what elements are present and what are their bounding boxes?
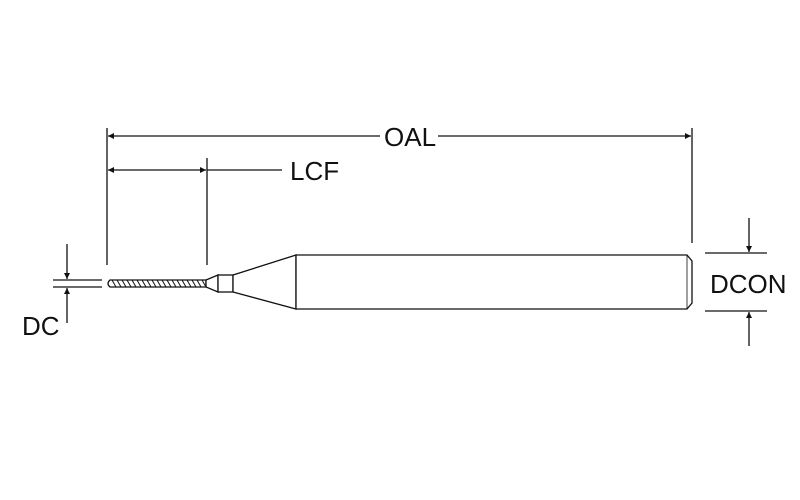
flute-mark — [176, 279, 182, 288]
flute-mark — [156, 279, 162, 288]
dcon-label: DCON — [710, 269, 787, 299]
neck — [217, 274, 234, 293]
shank-taper — [232, 254, 297, 310]
flute-mark — [146, 279, 152, 288]
flute-mark — [186, 279, 192, 288]
shank — [295, 254, 693, 310]
flute-mark — [126, 279, 132, 288]
flute-mark — [201, 279, 207, 288]
drill-tip-taper — [205, 274, 219, 293]
flute-mark — [131, 279, 137, 288]
flute-mark — [191, 279, 197, 288]
flute-mark — [196, 279, 202, 288]
flute-mark — [136, 279, 142, 288]
flute-mark — [161, 279, 167, 288]
micro-drill-tool — [107, 254, 693, 310]
flute-mark — [151, 279, 157, 288]
flute-hatching — [111, 279, 207, 288]
oal-label: OAL — [384, 122, 436, 152]
flute-mark — [141, 279, 147, 288]
dc-label: DC — [22, 311, 60, 341]
flute-mark — [171, 279, 177, 288]
lcf-label: LCF — [290, 156, 339, 186]
flute-mark — [111, 279, 117, 288]
flute-mark — [116, 279, 122, 288]
flute-mark — [166, 279, 172, 288]
flute-mark — [121, 279, 127, 288]
flute-mark — [181, 279, 187, 288]
